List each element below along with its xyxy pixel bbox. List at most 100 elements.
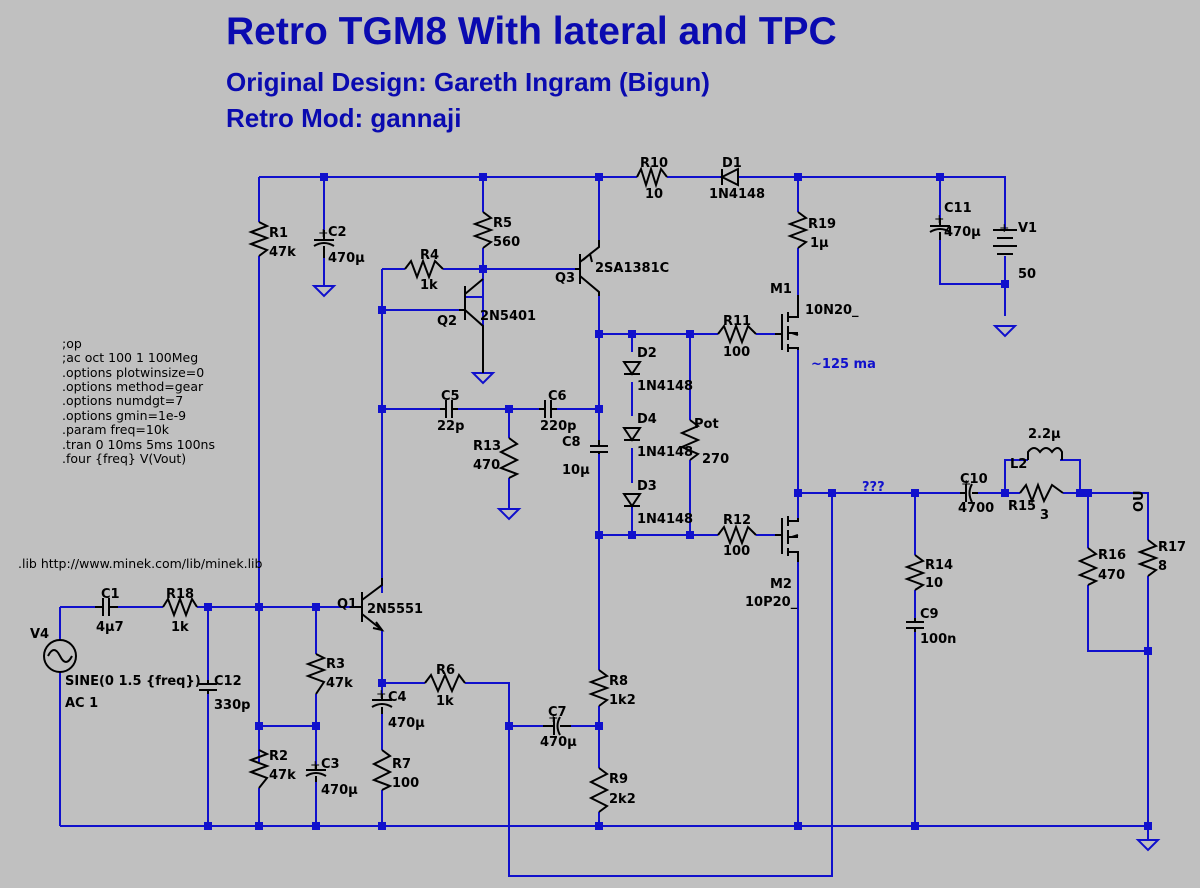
svg-text:+: + bbox=[548, 710, 558, 725]
svg-text:560: 560 bbox=[493, 235, 520, 250]
svg-text:+: + bbox=[318, 225, 328, 240]
svg-text:R11: R11 bbox=[723, 314, 751, 329]
svg-text:R10: R10 bbox=[640, 156, 668, 171]
capacitor-C3 bbox=[305, 765, 327, 782]
directive-line: ;op bbox=[62, 336, 82, 351]
directive-line: ;ac oct 100 1 100Meg bbox=[62, 350, 198, 365]
svg-text:47k: 47k bbox=[269, 768, 296, 783]
lib-directive: .lib http://www.minek.com/lib/minek.lib bbox=[18, 556, 263, 571]
capacitor-C12 bbox=[199, 680, 217, 694]
svg-text:1N4148: 1N4148 bbox=[637, 445, 693, 460]
svg-text:V4: V4 bbox=[30, 627, 49, 642]
svg-text:M1: M1 bbox=[770, 282, 792, 297]
transistors bbox=[355, 240, 799, 632]
svg-text:R1: R1 bbox=[269, 226, 288, 241]
design-credit: Original Design: Gareth Ingram (Bigun) bbox=[226, 67, 710, 97]
svg-text:470µ: 470µ bbox=[540, 735, 577, 750]
svg-text:470: 470 bbox=[473, 458, 500, 473]
svg-text:R9: R9 bbox=[609, 772, 628, 787]
svg-text:D4: D4 bbox=[637, 412, 657, 427]
svg-text:2N5401: 2N5401 bbox=[480, 309, 536, 324]
svg-text:10: 10 bbox=[645, 187, 663, 202]
capacitor-C2 bbox=[313, 230, 335, 258]
resistor-R7 bbox=[371, 749, 393, 791]
svg-text:R2: R2 bbox=[269, 749, 288, 764]
capacitor-polarity: + + + + + + + bbox=[310, 211, 1009, 772]
directive-line: .four {freq} V(Vout) bbox=[62, 451, 186, 466]
directive-line: .options method=gear bbox=[62, 379, 204, 394]
directive-line: .param freq=10k bbox=[62, 422, 170, 437]
svg-text:1N4148: 1N4148 bbox=[637, 512, 693, 527]
svg-text:R16: R16 bbox=[1098, 548, 1126, 563]
svg-text:10µ: 10µ bbox=[562, 463, 590, 478]
capacitor-C11 bbox=[929, 218, 951, 240]
svg-text:C1: C1 bbox=[101, 587, 120, 602]
svg-text:2.2µ: 2.2µ bbox=[1028, 427, 1061, 442]
resistor-R4 bbox=[404, 258, 444, 280]
svg-text:1µ: 1µ bbox=[810, 236, 829, 251]
svg-text:100: 100 bbox=[723, 544, 750, 559]
svg-text:47k: 47k bbox=[326, 676, 353, 691]
schematic-title: Retro TGM8 With lateral and TPC bbox=[226, 10, 837, 53]
svg-text:R15: R15 bbox=[1008, 499, 1036, 514]
svg-text:C4: C4 bbox=[388, 690, 407, 705]
svg-text:R3: R3 bbox=[326, 657, 345, 672]
resistor-R19 bbox=[787, 211, 809, 249]
svg-text:Q1: Q1 bbox=[337, 597, 357, 612]
svg-text:M2: M2 bbox=[770, 577, 792, 592]
diode-D3 bbox=[622, 493, 642, 508]
svg-text:R17: R17 bbox=[1158, 540, 1186, 555]
resistor-R12 bbox=[717, 524, 757, 546]
directive-line: .options gmin=1e-9 bbox=[62, 408, 186, 423]
svg-text:470: 470 bbox=[1098, 568, 1125, 583]
transistor-Q1 bbox=[355, 578, 385, 632]
resistor-R1 bbox=[248, 221, 270, 257]
svg-text:+: + bbox=[934, 211, 944, 226]
inductor-L2 bbox=[1027, 447, 1063, 460]
svg-text:C7: C7 bbox=[548, 705, 567, 720]
diode-D1 bbox=[719, 167, 739, 187]
transistor-Q2 bbox=[459, 278, 484, 373]
svg-text:L2: L2 bbox=[1010, 457, 1027, 472]
resistor-R11 bbox=[717, 323, 757, 345]
capacitor-C8 bbox=[590, 440, 608, 454]
resistor-R9 bbox=[588, 767, 610, 813]
svg-text:100n: 100n bbox=[920, 632, 956, 647]
svg-text:Q2: Q2 bbox=[437, 314, 457, 329]
net-label-unknown: ??? bbox=[862, 480, 885, 495]
svg-text:R12: R12 bbox=[723, 513, 751, 528]
svg-text:C12: C12 bbox=[214, 674, 242, 689]
svg-text:1k: 1k bbox=[171, 620, 189, 635]
resistors-vertical bbox=[248, 211, 1159, 813]
svg-text:2N5551: 2N5551 bbox=[367, 602, 423, 617]
svg-text:C6: C6 bbox=[548, 389, 567, 404]
svg-text:C2: C2 bbox=[328, 225, 347, 240]
svg-text:2k2: 2k2 bbox=[609, 792, 636, 807]
svg-text:C8: C8 bbox=[562, 435, 581, 450]
svg-text:10P20_: 10P20_ bbox=[745, 595, 798, 610]
resistor-R15 bbox=[1019, 482, 1064, 504]
capacitor-C10 bbox=[960, 483, 978, 503]
svg-text:R19: R19 bbox=[808, 217, 836, 232]
svg-text:22p: 22p bbox=[437, 419, 464, 434]
svg-text:100: 100 bbox=[392, 776, 419, 791]
mod-credit: Retro Mod: gannaji bbox=[226, 103, 462, 133]
svg-text:R18: R18 bbox=[166, 587, 194, 602]
svg-text:D1: D1 bbox=[722, 156, 742, 171]
junction-dots bbox=[204, 173, 1152, 830]
svg-text:R13: R13 bbox=[473, 439, 501, 454]
svg-text:C11: C11 bbox=[944, 201, 972, 216]
resistor-R14 bbox=[904, 554, 926, 591]
svg-text:470µ: 470µ bbox=[388, 716, 425, 731]
svg-text:+: + bbox=[999, 220, 1009, 235]
svg-text:C9: C9 bbox=[920, 607, 939, 622]
svg-text:330p: 330p bbox=[214, 698, 250, 713]
resistor-R2 bbox=[248, 749, 270, 789]
svg-text:470µ: 470µ bbox=[328, 251, 365, 266]
svg-text:2SA1381C: 2SA1381C bbox=[595, 261, 669, 276]
capacitors bbox=[95, 218, 978, 782]
resistor-R10 bbox=[636, 165, 668, 189]
mosfet-M2 bbox=[775, 516, 799, 562]
